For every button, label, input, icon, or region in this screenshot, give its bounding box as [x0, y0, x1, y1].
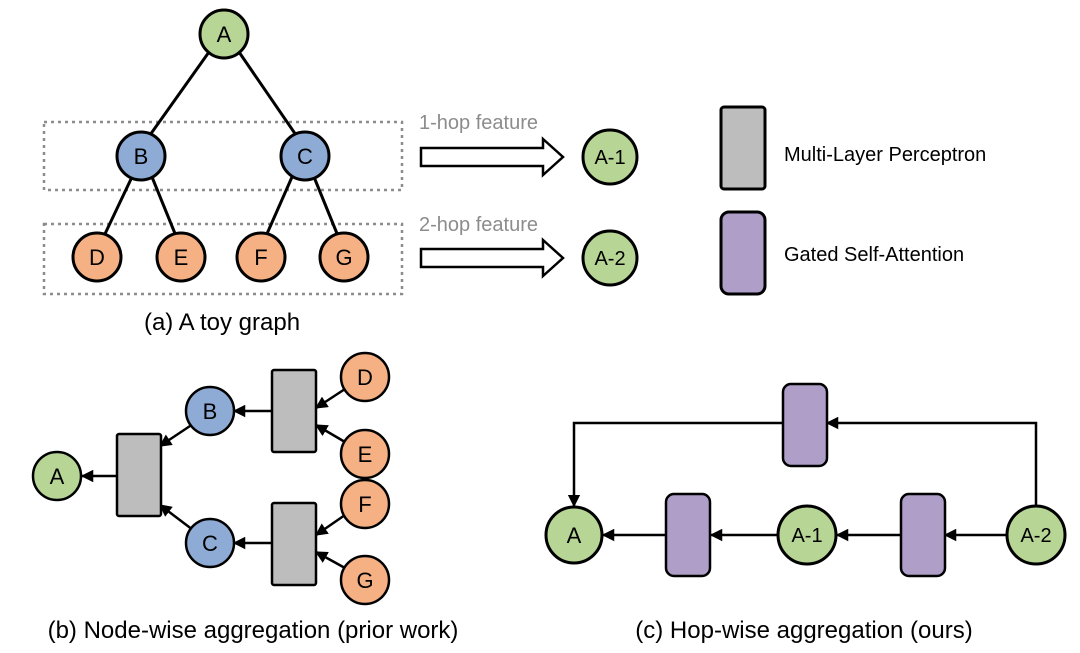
mlp-box-top — [270, 368, 318, 454]
svg-text:E: E — [358, 442, 373, 467]
svg-text:C: C — [297, 144, 313, 169]
svg-text:A-2: A-2 — [594, 248, 625, 270]
toy-node-g: G — [318, 231, 370, 283]
svg-text:A-1: A-1 — [791, 525, 822, 547]
nw-node-f: F — [339, 478, 391, 530]
edge-a-c — [237, 51, 298, 136]
edge-b-d — [102, 176, 134, 237]
hop2-feature-label: 2-hop feature — [419, 214, 538, 236]
panel-b: A B C D E F G (b) Node-wise aggregation … — [31, 351, 459, 644]
hop1-feature-label: 1-hop feature — [419, 112, 538, 134]
toy-node-c: C — [279, 130, 331, 182]
hw-node-a2: A-2 — [1005, 504, 1067, 566]
svg-text:A-1: A-1 — [594, 147, 625, 169]
hw-node-a: A — [544, 505, 604, 565]
panel-c: A A-1 A-2 (c) Hop-wise aggregation (ours… — [544, 382, 1067, 644]
hop1-node: A-1 — [581, 128, 639, 186]
edge-c-f — [264, 176, 294, 237]
edge-gsa-top-a — [567, 421, 783, 508]
toy-node-f: F — [235, 231, 287, 283]
edge-a-b — [148, 51, 211, 136]
edge-f-mlp-bottom — [314, 513, 346, 537]
svg-text:F: F — [254, 245, 267, 270]
edge-c-mlp-mid — [159, 504, 194, 531]
panel-c-caption: (c) Hop-wise aggregation (ours) — [635, 617, 972, 644]
hw-node-a1: A-1 — [776, 504, 838, 566]
panel-a: A B C D E F G 1-hop feature 2-hop featur… — [42, 8, 639, 336]
svg-text:A: A — [567, 523, 582, 548]
legend-mlp-swatch — [719, 105, 767, 191]
legend-gsa-label: Gated Self-Attention — [784, 244, 964, 266]
svg-text:F: F — [358, 492, 371, 517]
gsa-box-top — [781, 382, 829, 468]
edge-c-g — [312, 176, 340, 237]
panel-a-caption: (a) A toy graph — [144, 309, 300, 336]
edge-d-mlp-top — [314, 387, 346, 410]
hop2-group-box — [42, 222, 404, 296]
svg-text:A: A — [50, 464, 65, 489]
gsa-box-left — [664, 492, 712, 578]
edge-e-mlp-top — [314, 423, 346, 444]
edge-a2-gsa-top — [825, 416, 1038, 508]
nw-node-d: D — [339, 351, 391, 403]
svg-text:C: C — [202, 531, 218, 556]
hop1-group-box — [42, 120, 404, 192]
svg-text:B: B — [134, 144, 149, 169]
svg-text:B: B — [203, 399, 218, 424]
nw-node-c: C — [184, 517, 236, 569]
svg-text:A-2: A-2 — [1020, 525, 1051, 547]
legend: Multi-Layer Perceptron Gated Self-Attent… — [719, 105, 986, 296]
svg-text:D: D — [89, 245, 105, 270]
edge-b-e — [150, 176, 178, 237]
svg-text:A: A — [217, 22, 232, 47]
toy-node-a: A — [198, 8, 250, 60]
legend-mlp-label: Multi-Layer Perceptron — [784, 144, 986, 166]
svg-text:D: D — [357, 365, 373, 390]
nw-node-a: A — [31, 450, 83, 502]
svg-text:E: E — [174, 245, 189, 270]
mlp-box-middle — [115, 432, 163, 518]
hop1-hollow-arrow — [419, 136, 565, 178]
hop2-hollow-arrow — [419, 237, 565, 279]
gsa-box-right — [899, 492, 947, 578]
nw-node-b: B — [184, 385, 236, 437]
mlp-box-bottom — [270, 501, 318, 587]
hop2-node: A-2 — [581, 229, 639, 287]
panel-b-caption: (b) Node-wise aggregation (prior work) — [48, 617, 459, 644]
svg-text:G: G — [335, 245, 352, 270]
svg-text:G: G — [356, 568, 373, 593]
legend-gsa-swatch — [719, 210, 767, 296]
nw-node-g: G — [339, 554, 391, 606]
edge-g-mlp-bottom — [314, 550, 346, 570]
toy-node-e: E — [155, 231, 207, 283]
edge-b-mlp-mid — [158, 422, 194, 448]
toy-node-d: D — [71, 231, 123, 283]
nw-node-e: E — [339, 428, 391, 480]
toy-node-b: B — [115, 130, 167, 182]
